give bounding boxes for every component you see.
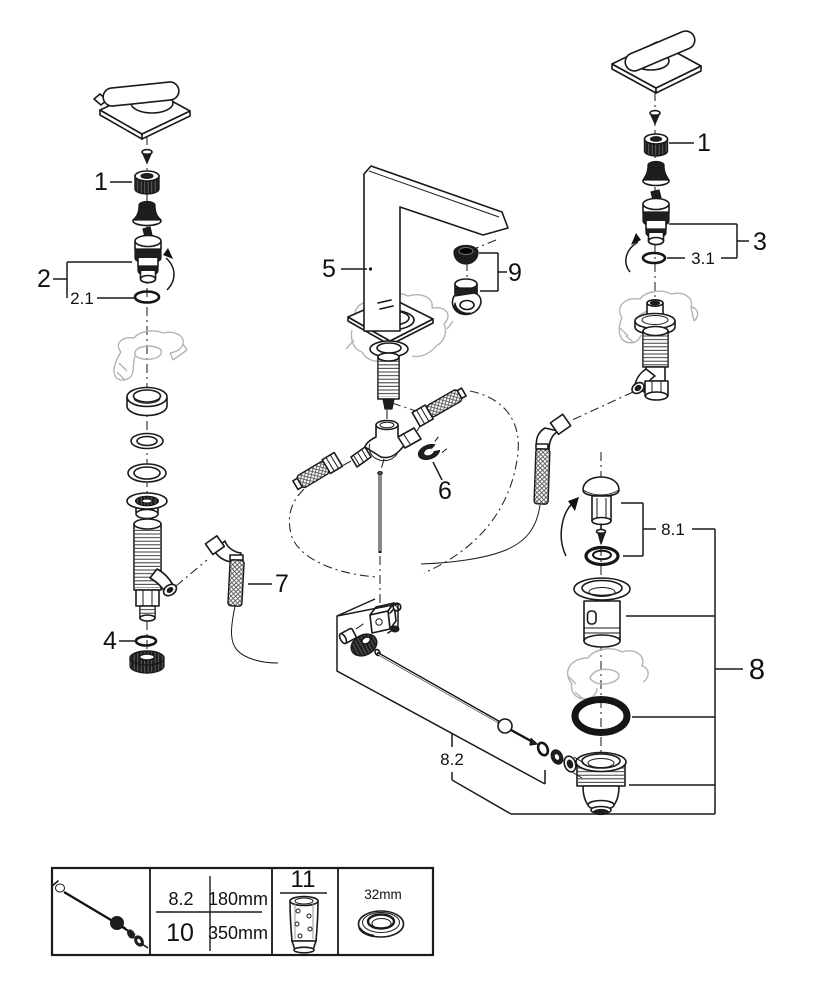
callout-6: 6 (432, 461, 452, 505)
callout-1-right-label: 1 (697, 129, 711, 157)
tee-connector (350, 419, 422, 468)
rod-o-ring (536, 741, 550, 757)
rod-knurled-nut (350, 633, 378, 657)
shank-nut (129, 650, 165, 674)
connection-hose-7 (204, 535, 279, 664)
drain-seal-ring (571, 696, 631, 736)
legend-table: 8.2 180mm 10 350mm 11 32mm (50, 866, 435, 957)
lever-handle-right (624, 30, 696, 72)
rod-washer (550, 749, 564, 765)
sink-cutaway-sketch-left (113, 330, 188, 381)
flanged-nut (126, 492, 168, 520)
spout-shank (377, 352, 400, 410)
ball-rod (374, 648, 538, 746)
retaining-clip-6 (417, 436, 448, 461)
handle-screw (141, 148, 153, 164)
shank-washer (134, 635, 158, 647)
aerator-mousseur (451, 278, 482, 316)
block-screw-bottom (387, 625, 400, 634)
popup-rod-assembly (338, 602, 564, 765)
threaded-shank-left (133, 518, 178, 622)
cartridge-left (134, 226, 162, 284)
rotation-arrow-plug (560, 497, 579, 557)
callout-1-left: 1 (94, 168, 132, 196)
supply-hose-right (420, 413, 572, 565)
legend-strainer-ref: 11 (291, 866, 316, 893)
cap-nut-left (134, 170, 160, 195)
plug-seal (584, 545, 620, 567)
callout-3-1-label: 3.1 (691, 249, 715, 268)
aerator-seal (453, 244, 479, 265)
legend-row1-ref: 8.2 (168, 889, 193, 909)
callout-9-label: 9 (508, 259, 522, 287)
callout-9-bracket: 9 (479, 252, 522, 292)
legend-row1-length: 180mm (208, 889, 268, 909)
callout-5-label: 5 (322, 255, 336, 283)
spout-pin (368, 267, 373, 271)
rotation-arrow-left (163, 248, 175, 291)
drain-flange-upper (573, 577, 631, 648)
spacer-ring (126, 386, 168, 417)
callout-8-bracket: 8 (511, 529, 765, 815)
callout-8-1-label: 8.1 (661, 520, 685, 539)
braided-hose-left (292, 451, 344, 491)
callout-7-label: 7 (275, 570, 289, 598)
callout-8-label: 8 (749, 654, 765, 686)
callout-8-1-bracket: 8.1 (621, 502, 715, 557)
legend-row2-ref: 10 (166, 919, 194, 947)
pull-rod (377, 470, 383, 553)
left-handle-assembly (93, 81, 191, 674)
legend-rod-drawing (51, 880, 149, 949)
braided-hose-right (411, 387, 467, 428)
legend-strainer: 11 (280, 866, 327, 954)
callout-3-bracket: 3 3.1 (667, 223, 767, 268)
waste-plug-8-1 (560, 476, 620, 567)
callout-5: 5 (322, 255, 367, 283)
callout-2-label: 2 (37, 265, 51, 293)
legend-seal-size: 32mm (364, 887, 402, 902)
handle-screw-right (649, 109, 661, 125)
spout-assembly (347, 165, 509, 410)
callout-1-right: 1 (669, 129, 711, 157)
washer-2 (127, 463, 167, 483)
callout-4: 4 (103, 627, 135, 655)
legend-seal: 32mm (357, 887, 405, 938)
callout-8-2-bracket: 8.2 (336, 598, 546, 815)
callout-2-bracket: 2 2.1 (37, 261, 134, 308)
callout-2-1-label: 2.1 (70, 289, 94, 308)
rotation-arrow-right (625, 233, 641, 273)
drain-body-lower (563, 751, 627, 816)
dome-cover-right (642, 160, 670, 187)
right-handle-assembly (611, 30, 702, 401)
dome-cover-left (132, 200, 162, 227)
o-ring-2-1 (133, 290, 161, 304)
cartridge-right (642, 189, 670, 246)
sink-cutaway-sketch-bottom (567, 648, 649, 700)
callout-1-left-label: 1 (94, 168, 108, 196)
spout-body (363, 165, 509, 332)
cap-nut-right (643, 133, 669, 157)
legend-row2-length: 350mm (208, 923, 268, 943)
callout-7: 7 (248, 570, 289, 598)
callout-4-label: 4 (103, 627, 117, 655)
washer-1 (130, 432, 164, 450)
mousseur-parts (451, 244, 482, 316)
callout-3-label: 3 (753, 228, 767, 256)
rod-cap (338, 627, 357, 645)
o-ring-3-1 (641, 251, 667, 265)
lever-handle (93, 81, 180, 114)
callout-8-2-label: 8.2 (440, 750, 464, 769)
callout-6-label: 6 (438, 477, 452, 505)
right-valve-shank (631, 298, 676, 401)
